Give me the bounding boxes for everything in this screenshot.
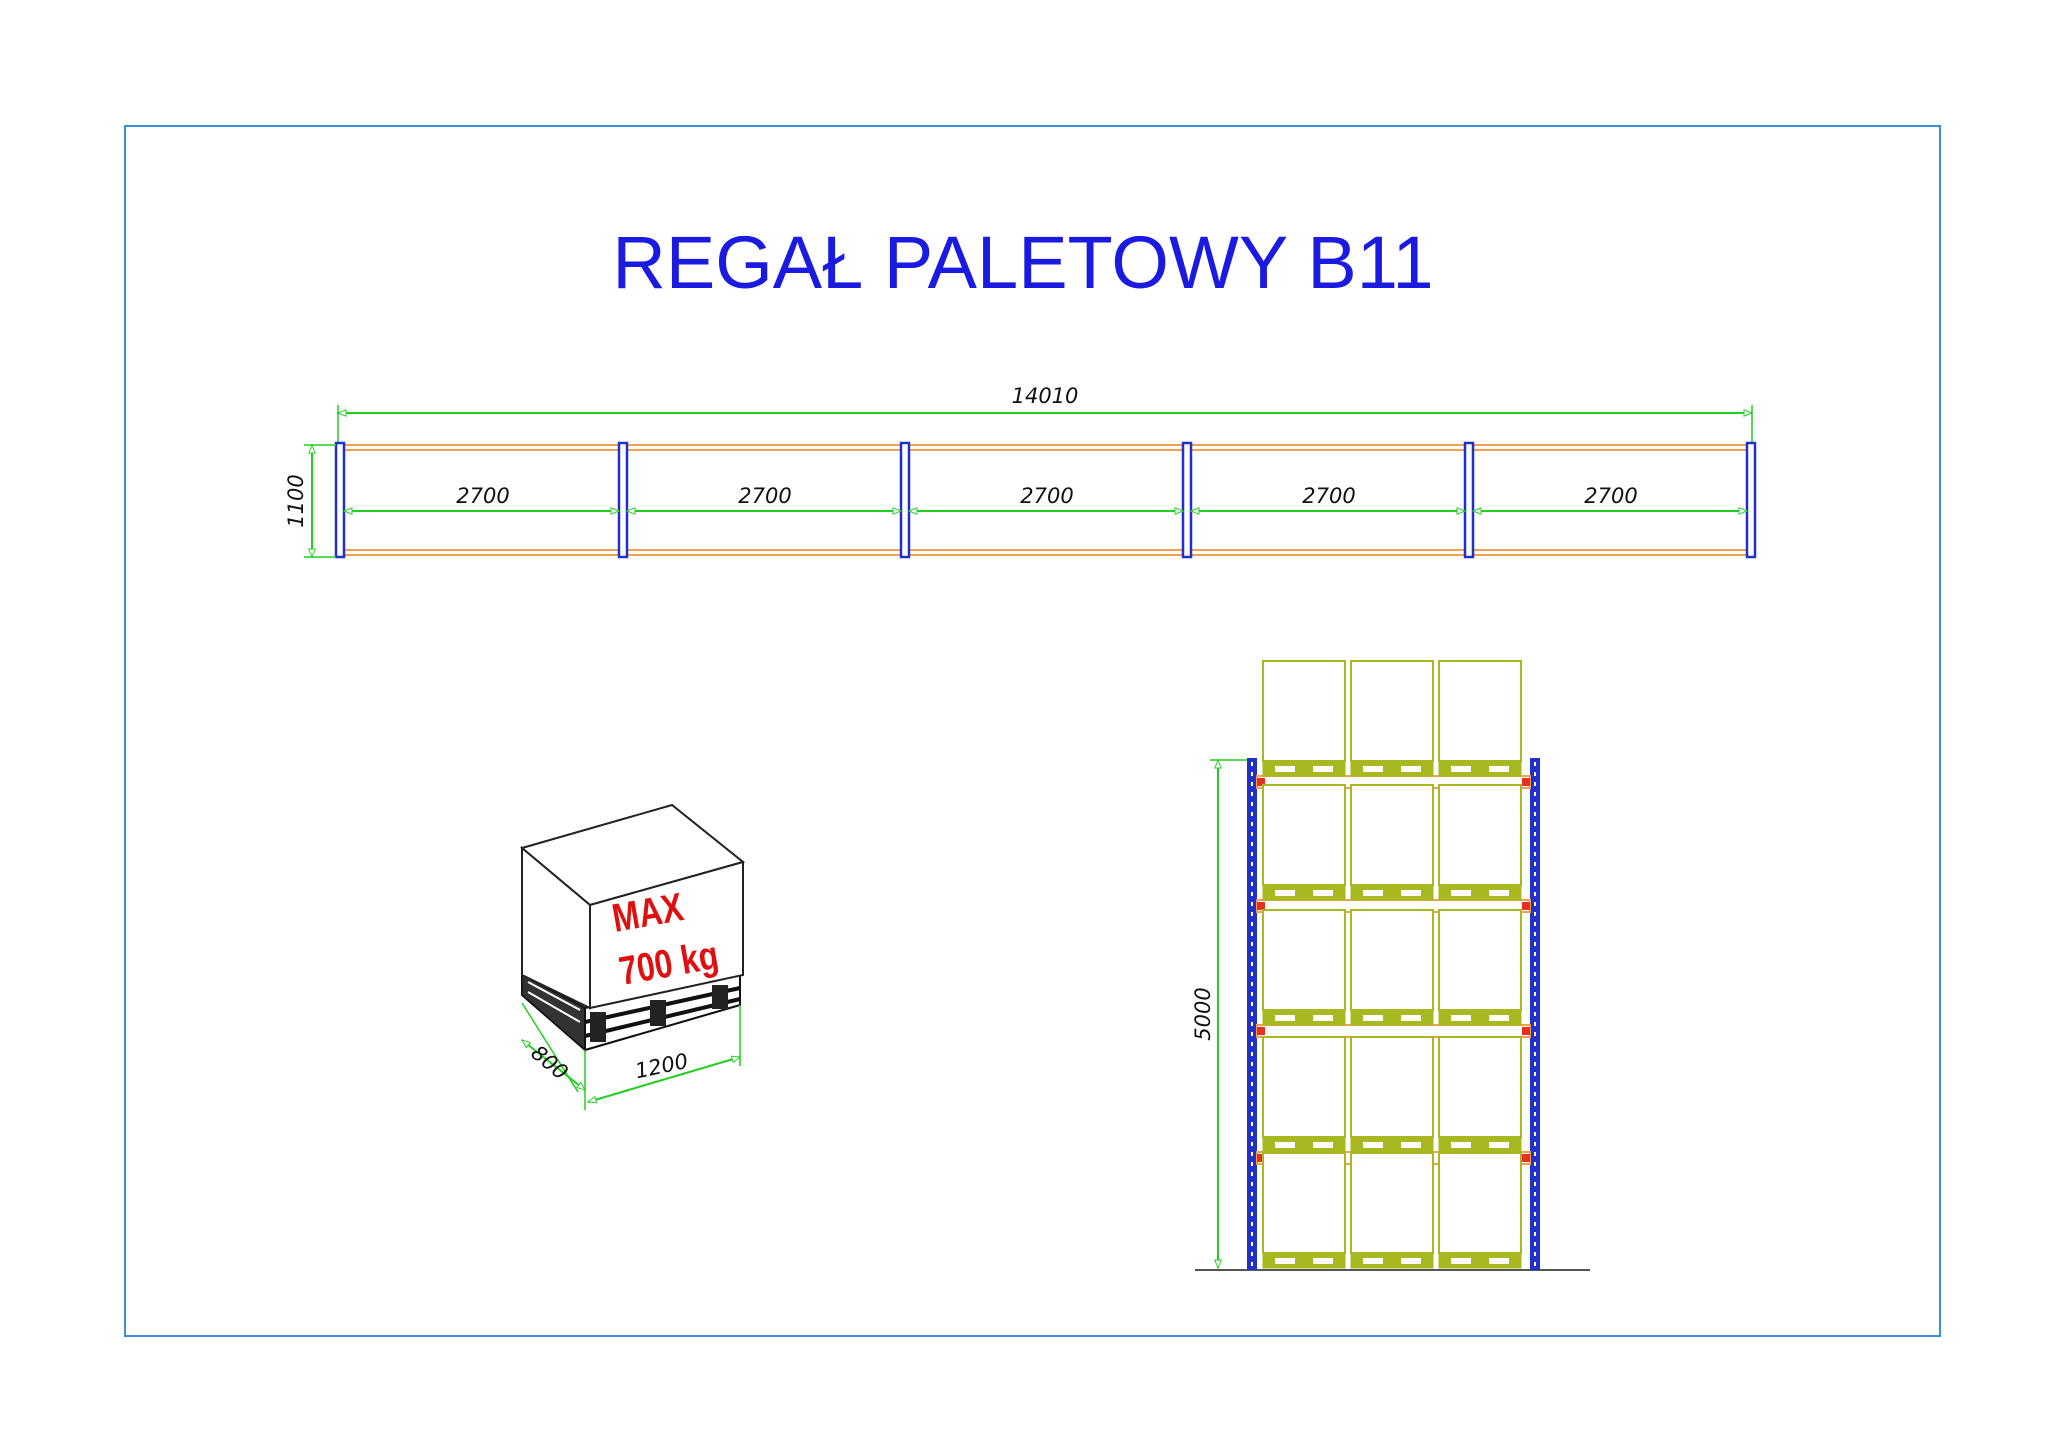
pallet-base-2-3: [1438, 1136, 1522, 1153]
total-length-label: 14010: [1012, 384, 1079, 408]
pallet-base-1-2: [1350, 1252, 1434, 1269]
pallet-base-3-3: [1438, 1009, 1522, 1026]
pallet-load-3-3: [1438, 909, 1522, 1011]
pallet-base-5-2: [1350, 760, 1434, 777]
pallet-base-1-3: [1438, 1252, 1522, 1269]
height-label: 5000: [1191, 987, 1215, 1040]
pallet-load-4-3: [1438, 784, 1522, 886]
pallet-base-3-1: [1262, 1009, 1346, 1026]
bay-1-label: 2700: [456, 484, 509, 508]
upright-1: [334, 441, 346, 559]
plan-view: 14010 2700 2700 2700 2700 2700 1100: [284, 384, 1757, 559]
upright-5: [1463, 441, 1475, 559]
pallet-load-4-2: [1350, 784, 1434, 886]
pallet-base-1-1: [1262, 1252, 1346, 1269]
pallet-base-2-2: [1350, 1136, 1434, 1153]
pallet-base-4-3: [1438, 884, 1522, 901]
pallet-base-3-2: [1350, 1009, 1434, 1026]
pallet-base-5-1: [1262, 760, 1346, 777]
upright-3: [899, 441, 911, 559]
pallet-depth-label: 800: [526, 1041, 572, 1085]
pallet-load-2-3: [1438, 1036, 1522, 1138]
pallet-base-5-3: [1438, 760, 1522, 777]
upright-2: [617, 441, 629, 559]
bay-2-label: 2700: [738, 484, 791, 508]
pallet-base-4-1: [1262, 884, 1346, 901]
bay-5-label: 2700: [1584, 484, 1637, 508]
pallet-base-4-2: [1350, 884, 1434, 901]
pallet-load-5-2: [1350, 660, 1434, 762]
pallet-load-3-2: [1350, 909, 1434, 1011]
pallet-load-3-1: [1262, 909, 1346, 1011]
pallet-load-1-3: [1438, 1152, 1522, 1254]
bay-4-label: 2700: [1302, 484, 1355, 508]
upright-4: [1181, 441, 1193, 559]
pallet-load-5-3: [1438, 660, 1522, 762]
pallet-isometric: MAX 700 kg 800 1200: [519, 803, 746, 1110]
pallet-load-5-1: [1262, 660, 1346, 762]
depth-label: 1100: [284, 474, 308, 527]
pallet-base-2-1: [1262, 1136, 1346, 1153]
beam-2: [1256, 1024, 1531, 1038]
pallet-load-1-2: [1350, 1152, 1434, 1254]
pallet-load-1-1: [1262, 1152, 1346, 1254]
pallet-load-4-1: [1262, 784, 1346, 886]
page-title: REGAŁ PALETOWY B11: [612, 221, 1433, 304]
pallet-load-2-2: [1350, 1036, 1434, 1138]
pallet-load-2-1: [1262, 1036, 1346, 1138]
bay-3-label: 2700: [1020, 484, 1073, 508]
front-view: 5000: [1191, 660, 1590, 1271]
sheet-border: [124, 125, 1941, 1337]
load-box-front: [589, 860, 744, 1010]
upright-6: [1745, 441, 1757, 559]
pallet-width-label: 1200: [633, 1049, 690, 1084]
